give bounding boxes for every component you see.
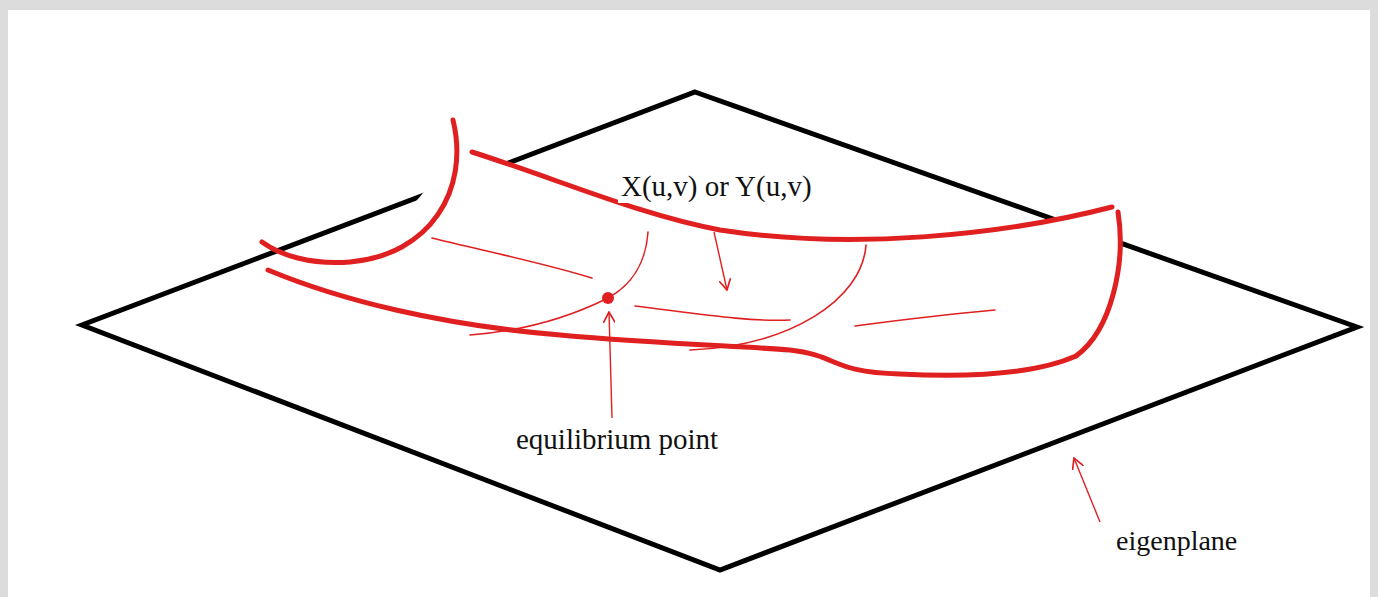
surface-label: X(u,v) or Y(u,v)	[618, 170, 815, 203]
point-label: equilibrium point	[513, 423, 721, 456]
surface-fill	[268, 120, 1120, 370]
leader-arrows	[609, 232, 1100, 522]
equilibrium-dot	[602, 292, 614, 304]
eigenplane	[82, 92, 1357, 570]
plane-label: eigenplane	[1113, 525, 1240, 557]
surface	[262, 120, 1120, 375]
